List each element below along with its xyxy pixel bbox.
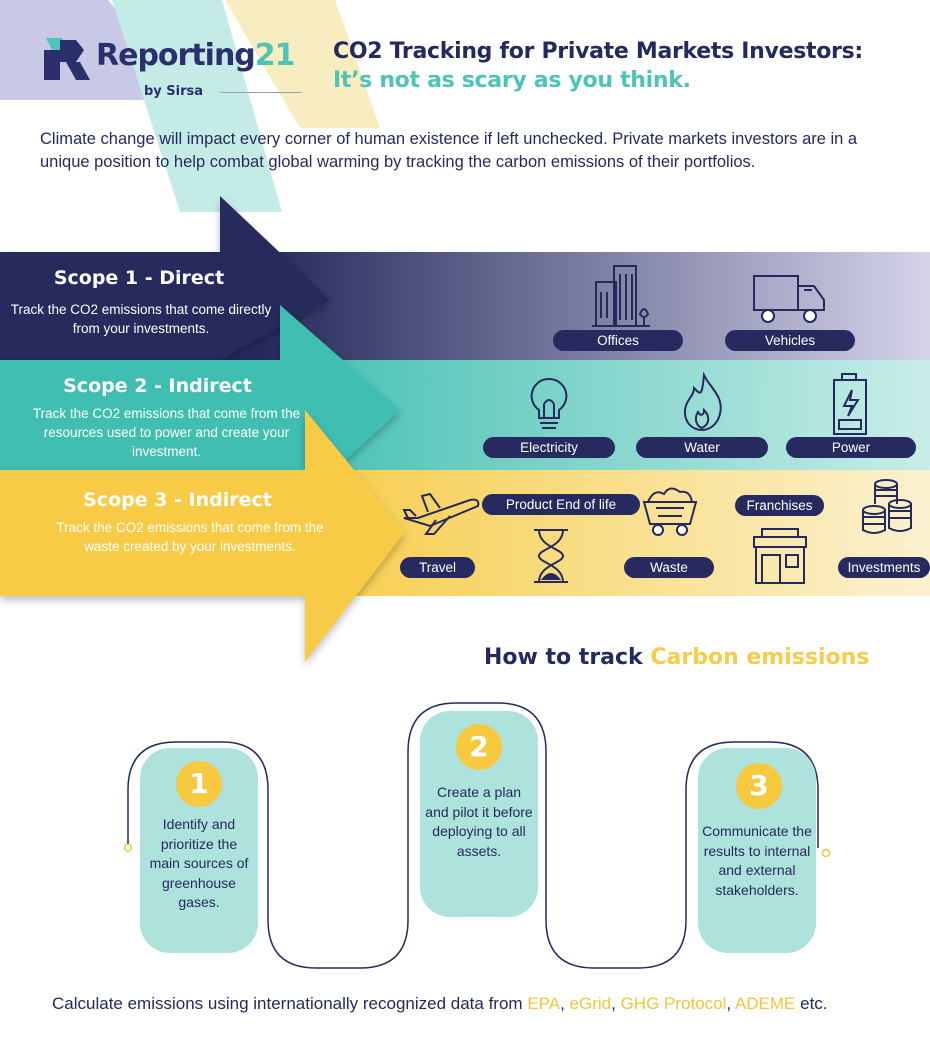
scope3-item-product-end-of-life: Product End of life [482, 494, 640, 515]
how-to-track-prefix: How to track [484, 645, 643, 670]
scope1-description: Track the CO2 emissions that come direct… [10, 302, 272, 336]
intro-paragraph: Climate change will impact every corner … [40, 130, 858, 171]
hourglass-icon [534, 529, 568, 583]
connector-start-dot [123, 843, 133, 853]
source-egrid: eGrid [569, 994, 612, 1013]
scope2-title: Scope 2 - Indirect [63, 375, 252, 397]
step-2-number: 2 [456, 724, 502, 770]
footer-sources-line: Calculate emissions using internationall… [52, 994, 828, 1013]
page-title: CO2 Tracking for Private Markets Investo… [333, 39, 863, 64]
lightbulb-icon [530, 377, 568, 429]
scope1-item-vehicles: Vehicles [725, 330, 855, 351]
cream-band [225, 0, 380, 128]
step-3-text: Communicate the results to internal and … [702, 823, 812, 898]
waste-cart-icon [642, 487, 698, 536]
logo-number: 21 [254, 38, 296, 73]
storefront-icon [753, 528, 807, 584]
scope3-item-investments: Investments [838, 557, 930, 578]
step-1-text: Identify and prioritize the main sources… [149, 816, 249, 910]
scope1-title: Scope 1 - Direct [53, 267, 225, 289]
scope3-item-franchises: Franchises [735, 495, 824, 516]
step-3-number: 3 [736, 763, 782, 809]
source-ademe: ADEME [734, 994, 796, 1013]
footer-suffix: etc. [800, 994, 828, 1013]
office-building-icon [592, 265, 650, 327]
steps-connector-line [127, 702, 819, 969]
logo-byline: by Sirsa [144, 84, 204, 99]
scope3-item-travel: Travel [400, 557, 475, 578]
scope2-description: Track the CO2 emissions that come from t… [32, 406, 301, 459]
scope3-description: Track the CO2 emissions that come from t… [56, 520, 324, 554]
how-to-track-accent: Carbon emissions [650, 645, 870, 670]
flame-icon [683, 372, 722, 432]
mint-band [112, 0, 282, 212]
scope1-arrow [0, 196, 330, 360]
scope3-arrow [0, 410, 405, 662]
truck-icon [753, 275, 825, 323]
battery-icon [833, 373, 867, 435]
logo-name: Reporting [96, 38, 256, 73]
scope1-item-offices: Offices [553, 330, 683, 351]
footer-prefix: Calculate emissions using internationall… [52, 994, 523, 1013]
logo-divider [220, 92, 302, 93]
step-2-text: Create a plan and pilot it before deploy… [425, 784, 533, 859]
scope3-item-waste: Waste [624, 557, 714, 578]
airplane-icon [402, 492, 480, 535]
reporting21-logo-icon [44, 38, 90, 80]
scope2-arrow [0, 305, 400, 520]
scope3-title: Scope 3 - Indirect [83, 489, 272, 511]
source-epa: EPA [527, 994, 561, 1013]
logo-wordmark: Reporting21 [96, 38, 296, 73]
source-ghg-protocol: GHG Protocol [620, 994, 727, 1013]
brand-logo[interactable]: Reporting21 by Sirsa [40, 30, 310, 110]
coins-stack-icon [862, 479, 912, 534]
connector-end-dot [821, 848, 831, 858]
scope2-item-power: Power [786, 437, 916, 458]
scope2-item-water: Water [636, 437, 768, 458]
page-subtitle: It’s not as scary as you think. [333, 68, 691, 93]
scope2-item-electricity: Electricity [483, 437, 615, 458]
how-to-track-title: How to track Carbon emissions [484, 645, 869, 670]
step-1-number: 1 [176, 761, 222, 807]
